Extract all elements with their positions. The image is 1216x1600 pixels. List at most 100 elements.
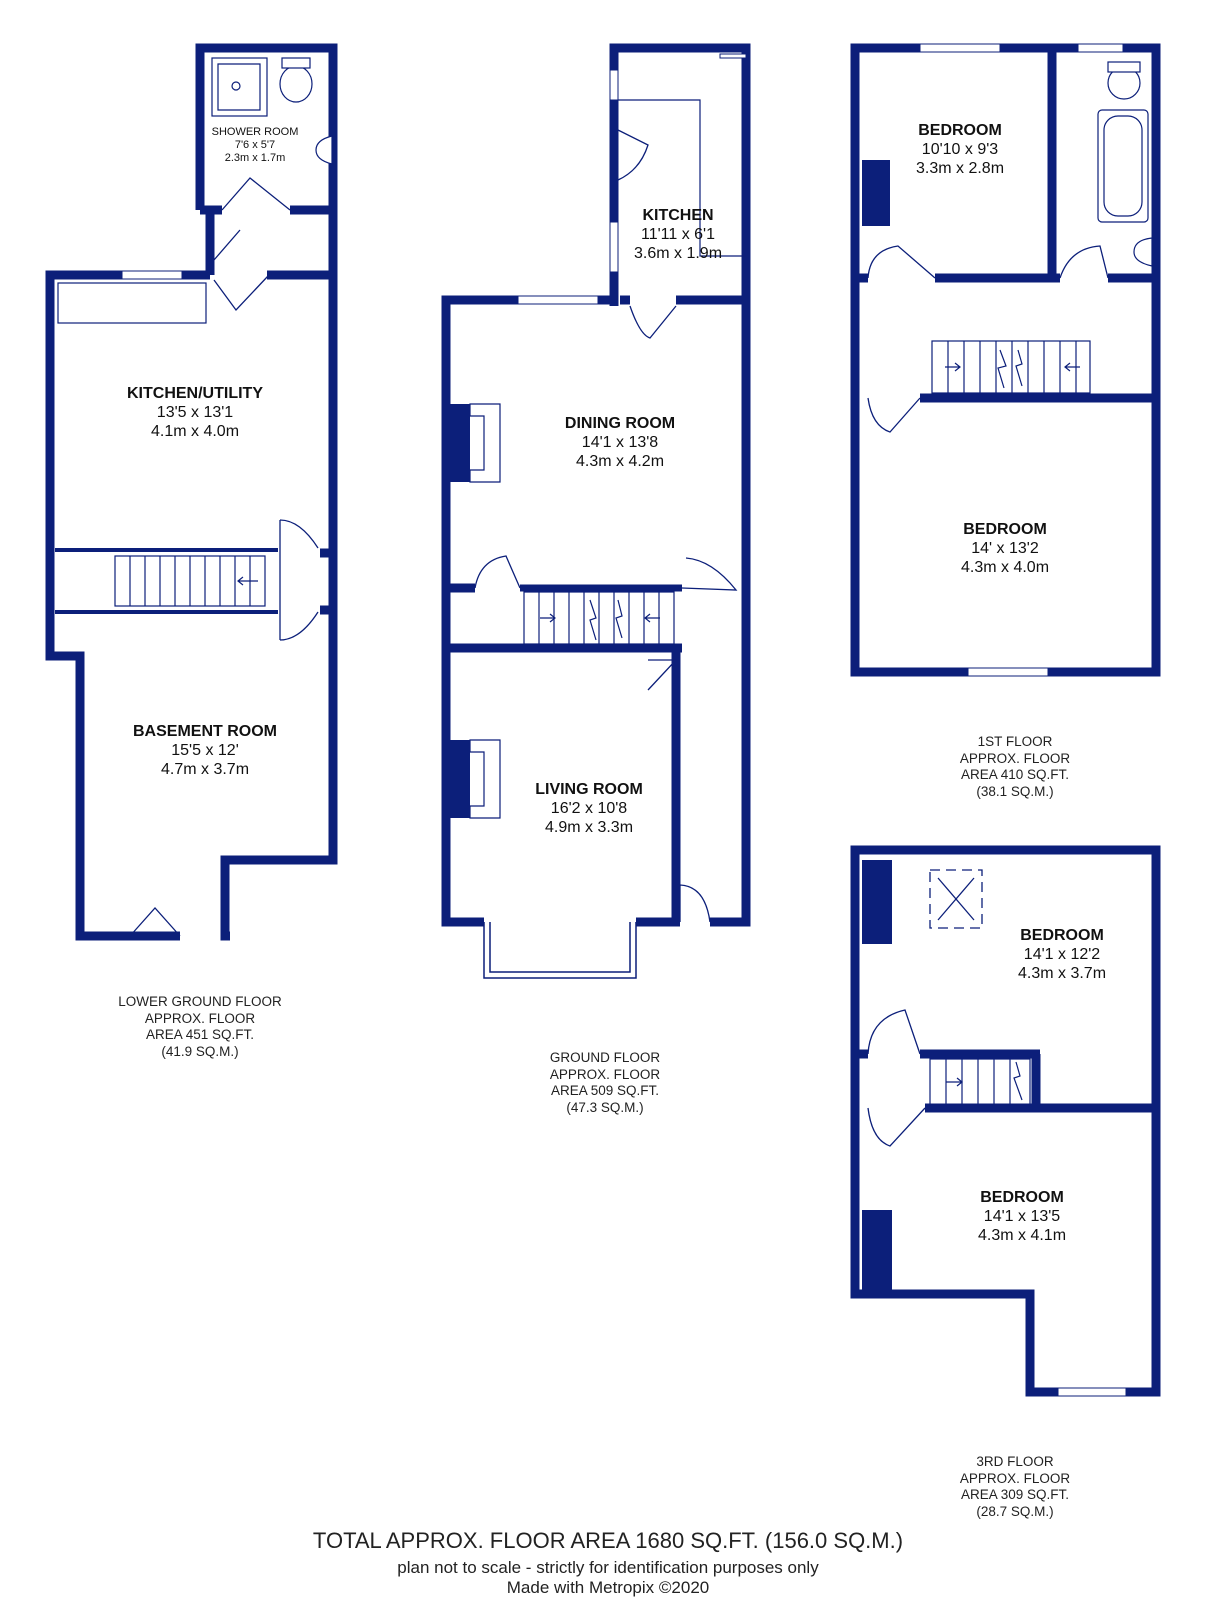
room-imperial-size: 14'1 x 13'8 [581,434,659,451]
dining-room-label: DINING ROOM 14'1 x 13'8 4.3m x 4.2m [515,414,725,471]
door-swing [681,557,738,591]
disclaimer-text: plan not to scale - strictly for identif… [397,1558,819,1577]
caption-line: GROUND FLOOR [549,1050,661,1065]
chimney-breast [862,160,890,226]
room-imperial-size: 7'6 x 5'7 [234,139,276,151]
wash-basin-icon [1133,237,1153,267]
caption-line: AREA 451 SQ.FT. [145,1027,255,1042]
door-swing [679,884,711,923]
room-imperial-size: 15'5 x 12' [171,742,239,759]
room-imperial-size: 11'11 x 6'1 [640,226,715,243]
chimney-breast [450,740,470,818]
floor-caption-third: 3RD FLOOR APPROX. FLOOR AREA 309 SQ.FT. … [915,1454,1115,1520]
window [517,295,599,305]
room-metric-size: 4.3m x 4.1m [977,1227,1067,1244]
credit-text: Made with Metropix ©2020 [506,1578,710,1597]
chimney-breast [862,1210,892,1294]
caption-line: APPROX. FLOOR [549,1066,661,1082]
caption-line: APPROX. FLOOR [144,1010,256,1026]
room-imperial-size: 14'1 x 13'5 [983,1208,1061,1225]
room-name: DINING ROOM [564,415,676,432]
door-swing [474,555,521,589]
door-swing [1059,245,1109,279]
room-imperial-size: 13'5 x 13'1 [156,404,234,421]
door-swing [617,129,649,181]
bay-window [483,922,637,979]
chimney-breast [862,860,892,944]
room-name: BEDROOM [963,521,1047,538]
staircase-first [931,340,1091,394]
window [967,667,1049,677]
door-swing [867,1107,926,1147]
bedroom-first-large-label: BEDROOM 14' x 13'2 4.3m x 4.0m [905,520,1105,577]
door-swing [629,305,677,339]
door-swing [867,397,921,433]
room-metric-size: 3.6m x 1.9m [633,245,723,262]
room-name: LIVING ROOM [535,781,643,798]
room-metric-size: 4.3m x 4.2m [575,453,665,470]
kitchen-counter [618,99,746,257]
third-floor-outer-walls [850,845,1161,1397]
room-metric-size: 3.3m x 2.8m [915,160,1005,177]
toilet-icon [279,65,313,103]
door-swing [867,245,936,279]
floor-caption-first: 1ST FLOOR APPROX. FLOOR AREA 410 SQ.FT. … [915,734,1115,800]
kitchen-label: KITCHEN 11'11 x 6'1 3.6m x 1.9m [618,206,738,263]
window [609,221,619,273]
caption-line: (38.1 SQ.M.) [976,783,1054,799]
skylight-icon [929,869,983,929]
caption-line: (28.7 SQ.M.) [976,1503,1054,1519]
room-name: BEDROOM [1020,927,1104,944]
caption-line: (41.9 SQ.M.) [161,1043,239,1059]
window [121,270,183,280]
shower-room-label: SHOWER ROOM 7'6 x 5'7 2.3m x 1.7m [203,126,307,165]
kitchen-counter [57,282,207,324]
caption-line: AREA 309 SQ.FT. [960,1487,1070,1502]
first-floor-plan [850,43,1161,677]
caption-line: APPROX. FLOOR [959,750,1071,766]
room-metric-size: 4.9m x 3.3m [544,819,634,836]
staircase-third [929,1058,1031,1106]
chimney-breast [450,404,470,482]
caption-line: (47.3 SQ.M.) [566,1099,644,1115]
door-swing [647,659,678,691]
door-swing [867,1009,921,1055]
door-swing [221,177,291,211]
room-metric-size: 4.1m x 4.0m [150,423,240,440]
shower-room-walls [195,43,338,210]
living-room-label: LIVING ROOM 16'2 x 10'8 4.9m x 3.3m [484,780,694,837]
room-name: BEDROOM [980,1189,1064,1206]
room-name: BEDROOM [918,122,1002,139]
room-imperial-size: 16'2 x 10'8 [550,800,628,817]
door-swing [129,907,181,937]
window [609,69,619,101]
wash-basin-icon [315,135,333,165]
room-imperial-size: 14' x 13'2 [971,540,1039,557]
floor-caption-lower-ground: LOWER GROUND FLOOR APPROX. FLOOR AREA 45… [90,994,310,1060]
third-floor-plan [850,845,1161,1397]
room-imperial-size: 14'1 x 12'2 [1023,946,1101,963]
bedroom-third-lower-label: BEDROOM 14'1 x 13'5 4.3m x 4.1m [922,1188,1122,1245]
caption-line: LOWER GROUND FLOOR [118,994,282,1009]
total-floor-area: TOTAL APPROX. FLOOR AREA 1680 SQ.FT. (15… [312,1528,904,1553]
window [1057,1387,1127,1397]
staircase-ground [523,591,675,645]
caption-line: 1ST FLOOR [977,734,1053,749]
room-metric-size: 4.3m x 3.7m [1017,965,1107,982]
floor-caption-ground: GROUND FLOOR APPROX. FLOOR AREA 509 SQ.F… [505,1050,705,1116]
door-swing [279,519,319,641]
bedroom-third-upper-label: BEDROOM 14'1 x 12'2 4.3m x 3.7m [962,926,1162,983]
room-metric-size: 4.7m x 3.7m [160,761,250,778]
caption-line: 3RD FLOOR [976,1454,1054,1469]
caption-line: APPROX. FLOOR [959,1470,1071,1486]
room-metric-size: 2.3m x 1.7m [224,152,286,164]
room-imperial-size: 10'10 x 9'3 [921,141,999,158]
caption-line: AREA 509 SQ.FT. [550,1083,660,1098]
basement-room-label: BASEMENT ROOM 15'5 x 12' 4.7m x 3.7m [100,722,310,779]
staircase-lower-ground [114,555,266,607]
room-metric-size: 4.3m x 4.0m [960,559,1050,576]
kitchen-walls [609,43,751,306]
window [919,43,1001,53]
kitchen-utility-label: KITCHEN/UTILITY 13'5 x 13'1 4.1m x 4.0m [90,384,300,441]
